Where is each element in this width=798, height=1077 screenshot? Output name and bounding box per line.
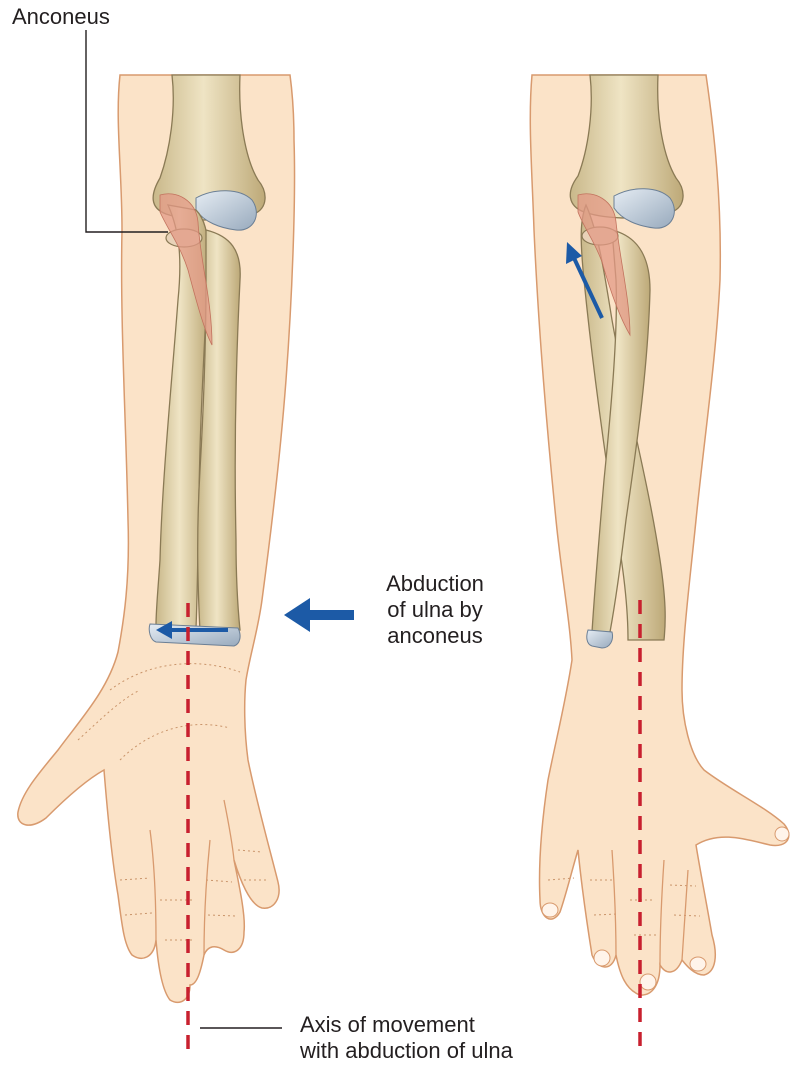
right-arm xyxy=(530,75,789,1050)
right-nail xyxy=(542,903,558,917)
abduction-label-line: of ulna by xyxy=(364,597,506,623)
axis-label-line: Axis of movement xyxy=(300,1012,513,1038)
right-nail xyxy=(594,950,610,966)
right-distal-cartilage xyxy=(587,630,613,648)
right-nail xyxy=(640,974,656,990)
blue-left-arrow-icon xyxy=(284,598,354,632)
abduction-label-line: anconeus xyxy=(364,623,506,649)
right-nail xyxy=(690,957,706,971)
abduction-label: Abduction of ulna by anconeus xyxy=(364,571,506,649)
axis-label-line: with abduction of ulna xyxy=(300,1038,513,1064)
left-arm xyxy=(18,30,295,1050)
right-nail xyxy=(775,827,789,841)
abduction-label-line: Abduction xyxy=(364,571,506,597)
axis-label: Axis of movement with abduction of ulna xyxy=(300,1012,513,1064)
anconeus-label: Anconeus xyxy=(12,4,110,30)
